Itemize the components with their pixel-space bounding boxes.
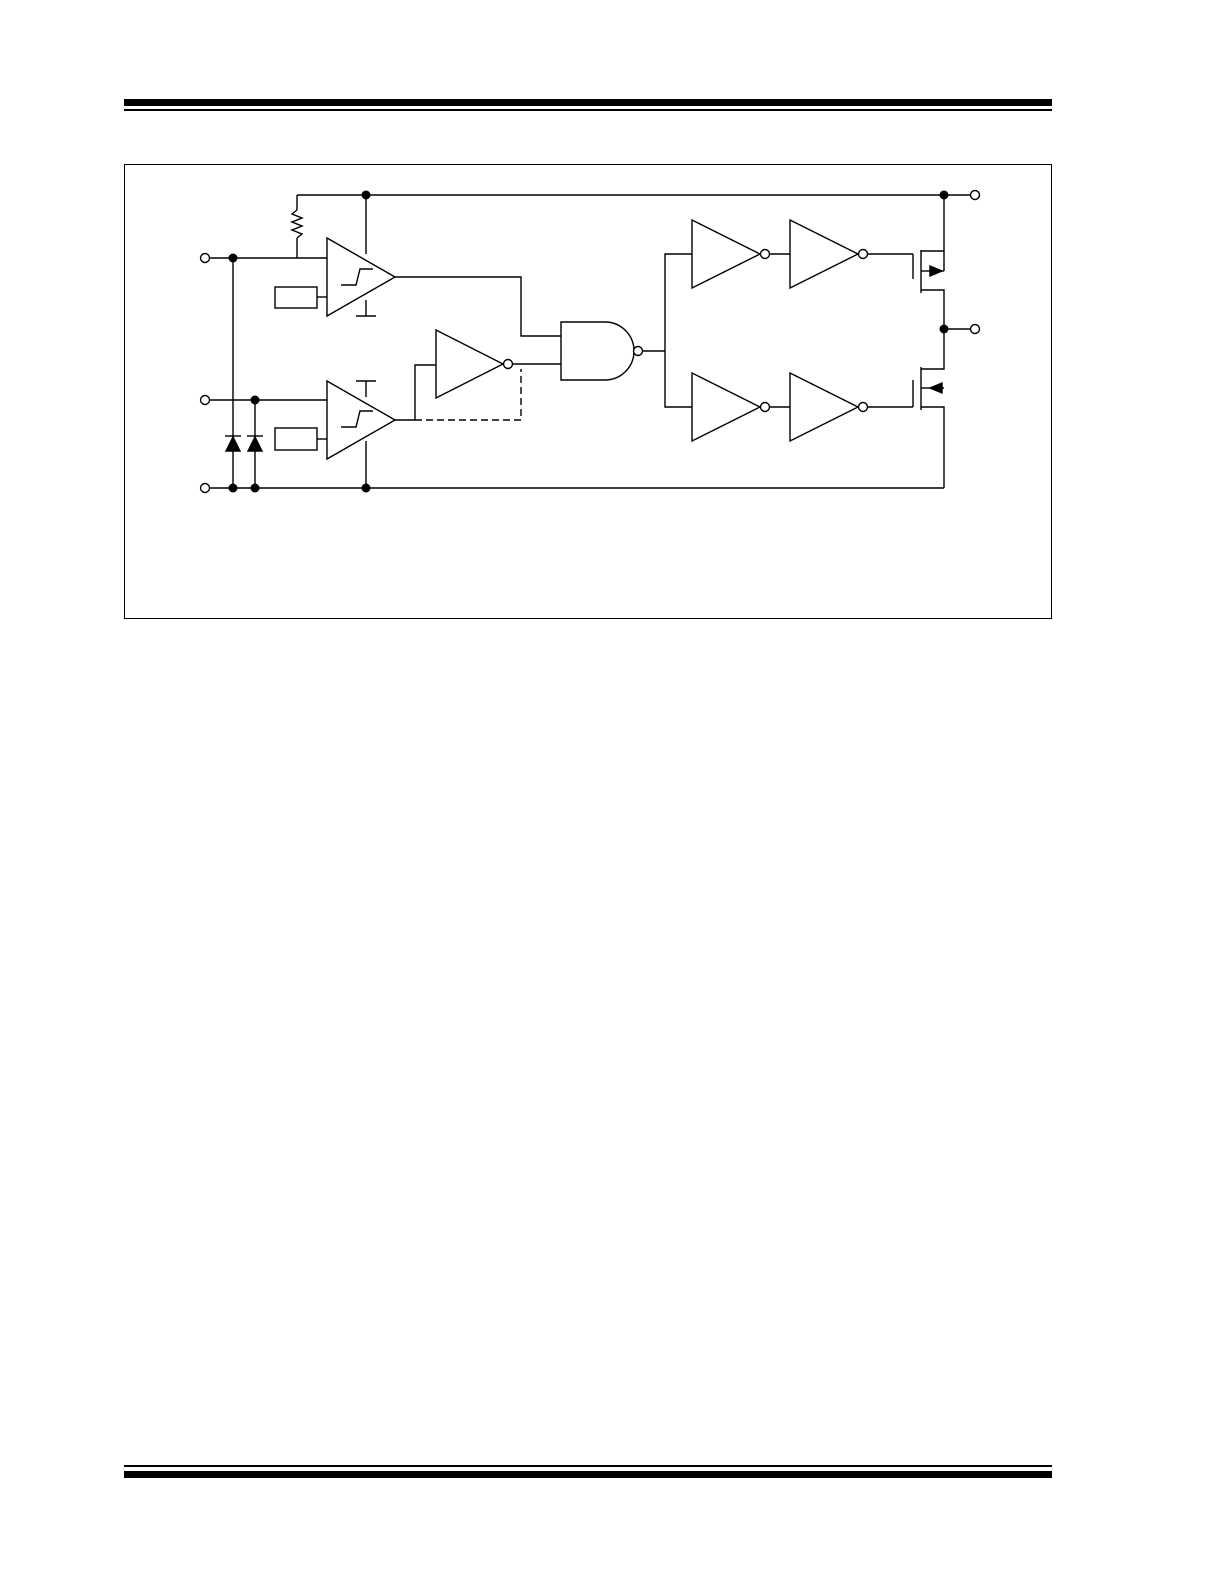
- footer-rule-thick: [124, 1471, 1052, 1478]
- driver-inverter-2: [789, 218, 860, 290]
- terminal-gnd-left: [199, 482, 211, 494]
- output-pmos: [912, 195, 945, 329]
- junction-dots: [228, 190, 949, 493]
- output-nmos: [912, 329, 945, 488]
- junction-in-mid: [250, 395, 260, 405]
- terminal-out-right: [969, 323, 981, 335]
- junction-output: [939, 324, 949, 334]
- driver-inverter-4: [789, 371, 860, 443]
- nand-gate-bubble: [632, 345, 644, 357]
- reference-top: [274, 286, 318, 309]
- terminal-in-top: [199, 252, 211, 264]
- comparator-top: [326, 236, 397, 318]
- inverter-optional-bubble: [502, 358, 514, 370]
- pull-up-resistor: [290, 209, 304, 239]
- driver-inverter-1-bubble: [759, 248, 771, 260]
- junction-vdd-comp: [361, 190, 371, 200]
- terminal-in-mid: [199, 394, 211, 406]
- driver-inverter-3-bubble: [759, 401, 771, 413]
- esd-diode-2: [246, 435, 264, 452]
- junction-gnd-3: [361, 483, 371, 493]
- block-diagram: [199, 189, 981, 494]
- comparator-bottom: [326, 379, 397, 461]
- driver-inverter-4-bubble: [857, 401, 869, 413]
- inverter-optional: [435, 328, 505, 400]
- driver-inverter-2-bubble: [857, 248, 869, 260]
- wire-driver-bus: [664, 253, 692, 408]
- esd-diode-1: [224, 435, 242, 452]
- header-rule-thick: [124, 99, 1052, 106]
- driver-inverter-3: [691, 371, 762, 443]
- nand-gate: [560, 321, 635, 381]
- reference-bottom: [274, 427, 318, 451]
- terminal-vdd-right: [969, 189, 981, 201]
- junction-gnd-2: [250, 483, 260, 493]
- hysteresis-symbol-bottom: [341, 410, 373, 428]
- driver-inverter-1: [691, 218, 762, 290]
- block-diagram-frame: [124, 164, 1052, 619]
- junction-vdd-out: [939, 190, 949, 200]
- junction-in-top: [228, 253, 238, 263]
- footer-rule-thin: [124, 1465, 1052, 1467]
- hysteresis-symbol-top: [341, 268, 373, 286]
- dashed-bypass-wire: [415, 369, 522, 421]
- header-rule-thin: [124, 109, 1052, 111]
- wire-comp-top-to-nand: [395, 276, 561, 337]
- junction-gnd-1: [228, 483, 238, 493]
- wire-comp-bottom-to-inverter: [395, 364, 436, 421]
